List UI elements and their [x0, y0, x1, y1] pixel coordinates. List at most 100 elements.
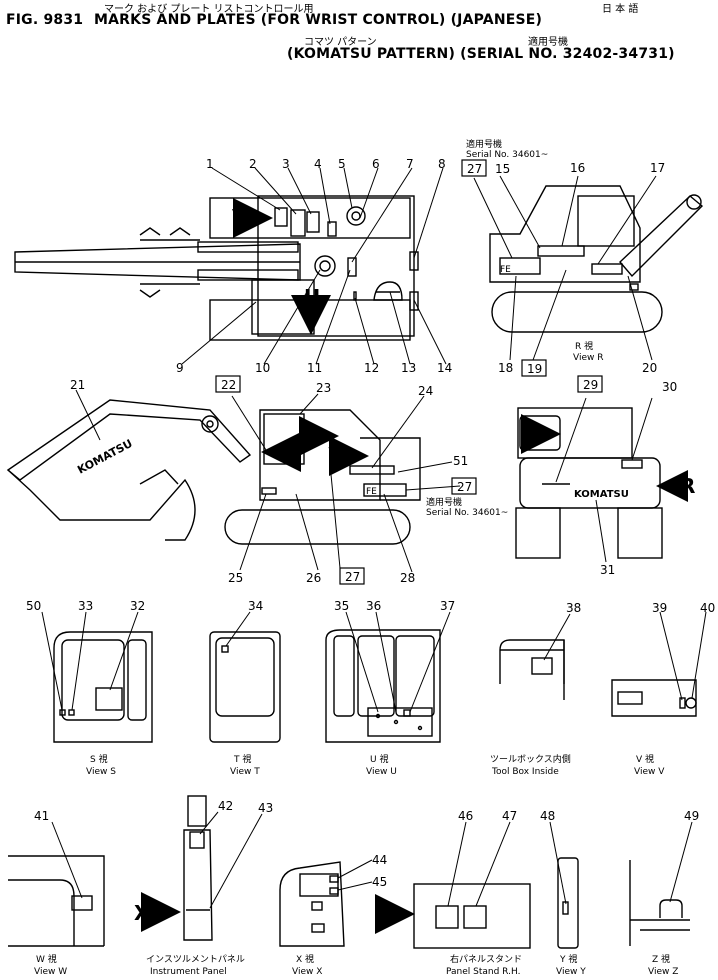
view-s-drawing [53, 631, 153, 743]
view-s-leaders [41, 611, 139, 711]
view-z-letter: Z [282, 439, 297, 463]
view-w-leader [51, 821, 83, 899]
view-r-caption-jp: R 視 [575, 340, 593, 352]
view-w-caption-en: View W [34, 967, 67, 977]
view-x-letter: X [134, 901, 150, 925]
side-view-drawing [6, 399, 421, 545]
callout-27-c: 27 [345, 570, 360, 584]
callout-19: 19 [527, 362, 542, 376]
callout-11: 11 [307, 361, 322, 375]
view-r-letter: R [680, 474, 695, 498]
tool-box-caption-jp: ツールボックス内側 [490, 753, 571, 765]
side-view-leaders [75, 389, 461, 573]
callout-47: 47 [502, 809, 517, 823]
view-u-caption-en: View U [366, 767, 397, 777]
callout-20: 20 [642, 361, 657, 375]
instrument-panel-caption-jp: インスツルメントパネル [146, 954, 245, 965]
view-x-caption-en: View X [292, 967, 322, 977]
figure-title: MARKS AND PLATES (FOR WRIST CONTROL) (JA… [94, 12, 543, 28]
boxed-callout-29-frame [577, 375, 603, 393]
callout-4: 4 [314, 157, 322, 171]
title-kana: マーク および プレート リストコントロール用 [104, 4, 314, 15]
view-v-drawing [611, 679, 697, 717]
callout-25: 25 [228, 571, 243, 585]
view-y-leader [549, 821, 567, 905]
callout-27-b: 27 [457, 480, 472, 494]
callout-18: 18 [498, 361, 513, 375]
instrument-panel-drawing [183, 795, 213, 941]
boom-brand-logo: KOMATSU [75, 437, 134, 477]
front-view-leaders [555, 397, 653, 563]
callout-50: 50 [26, 599, 41, 613]
callout-38: 38 [566, 601, 581, 615]
callout-21: 21 [70, 378, 85, 392]
front-brand-logo: KOMATSU [574, 489, 629, 500]
view-x-leaders [337, 859, 373, 891]
callout-14: 14 [437, 361, 452, 375]
callout-32: 32 [130, 599, 145, 613]
view-s-caption-en: View S [86, 767, 116, 777]
view-z-drawing [629, 860, 690, 946]
callout-30: 30 [662, 380, 677, 394]
figure-number: FIG. 9831 [6, 12, 84, 28]
callout-40: 40 [700, 601, 715, 615]
callout-23: 23 [316, 381, 331, 395]
view-z-leader [669, 821, 693, 903]
view-t-leader [225, 611, 251, 647]
view-w-drawing [8, 855, 105, 947]
panel-stand-leaders [447, 821, 511, 907]
callout-12: 12 [364, 361, 379, 375]
callout-35: 35 [334, 599, 349, 613]
callout-9: 9 [176, 361, 184, 375]
view-t-letter: T [302, 423, 316, 447]
callout-43: 43 [258, 801, 273, 815]
view-u-drawing [325, 629, 441, 743]
serial-note-1-en: Serial No. 34601~ [466, 150, 548, 160]
tool-box-drawing [499, 639, 565, 700]
view-y-letter: Y [375, 903, 391, 927]
boxed-callout-27-c-frame [339, 567, 365, 585]
serial-note-1-jp: 適用号機 [466, 138, 502, 150]
callout-49: 49 [684, 809, 699, 823]
callout-5: 5 [338, 157, 346, 171]
view-v-caption-jp: V 視 [636, 753, 654, 765]
subtitle-kana-right: 適用号機 [528, 37, 568, 48]
view-v-letter: V [232, 205, 248, 229]
callout-39: 39 [652, 601, 667, 615]
callout-24: 24 [418, 384, 433, 398]
title-kana-language: 日 本 語 [602, 4, 639, 15]
instrument-panel-leaders [199, 811, 263, 909]
callout-42: 42 [218, 799, 233, 813]
boxed-callout-22-frame [215, 375, 241, 393]
callout-44: 44 [372, 853, 387, 867]
callout-10: 10 [255, 361, 270, 375]
callout-48: 48 [540, 809, 555, 823]
callout-41: 41 [34, 809, 49, 823]
callout-33: 33 [78, 599, 93, 613]
view-v-caption-en: View V [634, 767, 665, 777]
callout-22: 22 [221, 378, 236, 392]
view-s-letter: S [526, 422, 540, 446]
tool-box-leader [543, 613, 571, 661]
boxed-callout-27-b-frame [451, 477, 477, 495]
view-y-caption-en: View Y [556, 967, 586, 977]
callout-3: 3 [282, 157, 290, 171]
callout-29: 29 [583, 378, 598, 392]
callout-36: 36 [366, 599, 381, 613]
view-t-drawing [209, 631, 281, 743]
callout-1: 1 [206, 157, 214, 171]
view-r-drawing [489, 185, 704, 333]
panel-stand-caption-jp: 右パネルスタンド [450, 953, 522, 965]
figure-subtitle: (KOMATSU PATTERN) (SERIAL NO. 32402-3473… [287, 46, 675, 62]
callout-28: 28 [400, 571, 415, 585]
plan-view-leaders [181, 167, 447, 365]
callout-2: 2 [249, 157, 257, 171]
view-t-caption-en: View T [230, 767, 260, 777]
view-r-caption-en: View R [573, 353, 603, 363]
boxed-callout-19-frame [521, 359, 547, 377]
view-s-caption-jp: S 視 [90, 753, 108, 765]
view-u-letter: U [304, 285, 320, 309]
front-view-drawing [515, 407, 663, 559]
callout-17: 17 [650, 161, 665, 175]
